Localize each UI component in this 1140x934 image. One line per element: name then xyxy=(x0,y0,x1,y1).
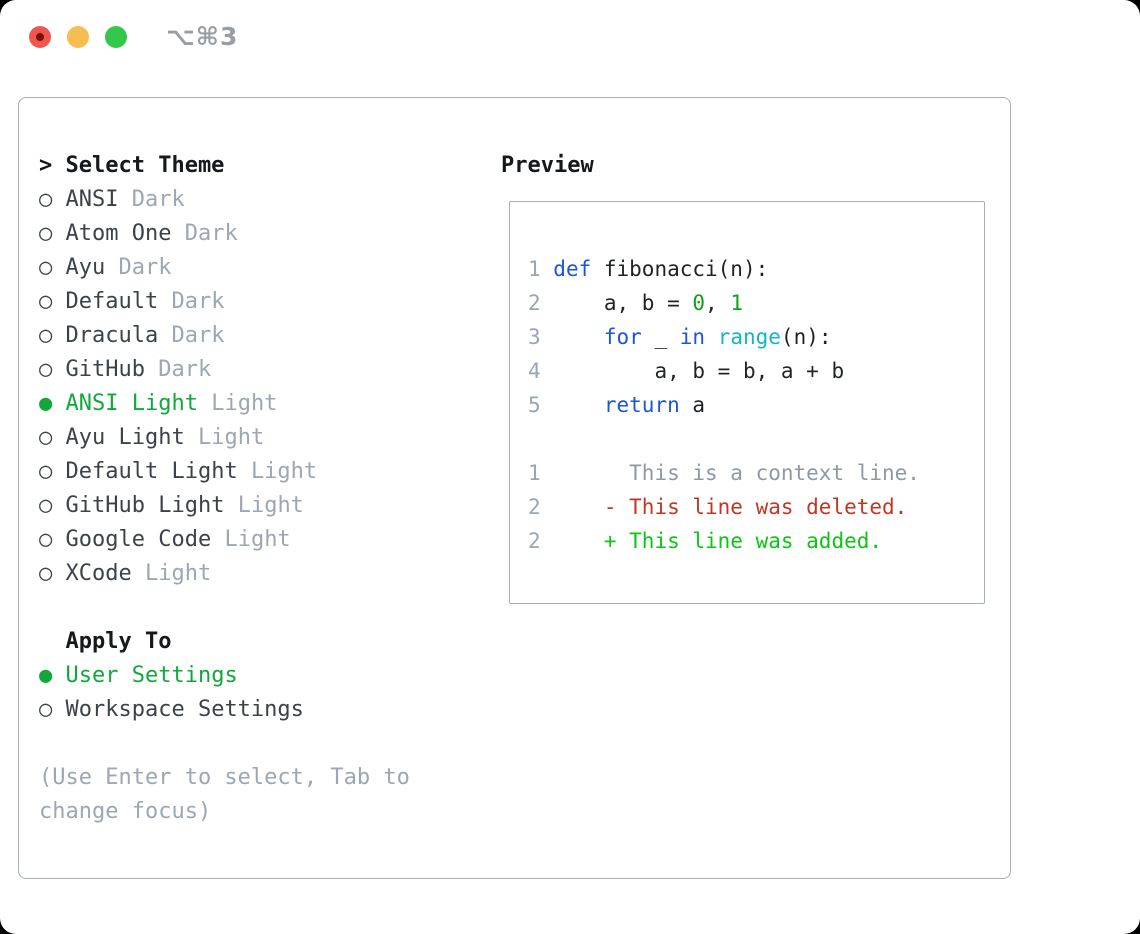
theme-option-ayu[interactable]: ○ Ayu Dark xyxy=(39,251,410,285)
theme-name: Google Code xyxy=(65,527,212,552)
apply-to-header: Apply To xyxy=(39,629,172,654)
theme-name: GitHub Light xyxy=(65,493,225,518)
line-number: 2 xyxy=(528,529,554,553)
preview-code: 1 def fibonacci(n): 2 a, b = 0, 1 3 for _ … xyxy=(528,252,920,558)
theme-variant: Dark xyxy=(131,187,185,212)
radio-icon: ○ xyxy=(39,187,53,212)
select-theme-header: > Select Theme xyxy=(39,153,225,178)
code-line: 1 def fibonacci(n): xyxy=(528,257,769,281)
theme-variant: Dark xyxy=(158,357,212,382)
radio-icon: ○ xyxy=(39,561,53,586)
radio-icon: ● xyxy=(39,663,53,688)
theme-variant: Light xyxy=(197,425,265,450)
theme-list: > Select Theme○ ANSI Dark○ Atom One Dark… xyxy=(39,149,410,829)
radio-icon: ○ xyxy=(39,697,53,722)
diff-line: 2 - This line was deleted. xyxy=(528,495,908,519)
spacer xyxy=(39,727,410,761)
code-line: 4 a, b = b, a + b xyxy=(528,359,845,383)
radio-icon: ○ xyxy=(39,357,53,382)
traffic-lights xyxy=(29,26,127,48)
theme-name: Default Light xyxy=(65,459,238,484)
theme-name: Dracula xyxy=(65,323,159,348)
theme-option-atom-one[interactable]: ○ Atom One Dark xyxy=(39,217,410,251)
apply-option-label: Workspace Settings xyxy=(65,697,304,722)
window-title-shortcut: ⌥⌘3 xyxy=(166,22,239,51)
theme-variant: Dark xyxy=(184,221,238,246)
diff-line: 2 + This line was added. xyxy=(528,529,883,553)
radio-icon: ○ xyxy=(39,289,53,314)
theme-option-ayu-light[interactable]: ○ Ayu Light Light xyxy=(39,421,410,455)
theme-option-ansi[interactable]: ○ ANSI Dark xyxy=(39,183,410,217)
theme-option-default[interactable]: ○ Default Dark xyxy=(39,285,410,319)
theme-name: Ayu xyxy=(65,255,106,280)
line-number: 4 xyxy=(528,359,554,383)
theme-name: ANSI Light xyxy=(65,391,198,416)
preview-pane: 1 def fibonacci(n): 2 a, b = 0, 1 3 for _ … xyxy=(509,201,985,604)
help-text: change focus) xyxy=(39,799,212,824)
close-button[interactable] xyxy=(29,26,51,48)
theme-variant: Dark xyxy=(171,289,225,314)
theme-variant: Dark xyxy=(171,323,225,348)
code-line: 5 return a xyxy=(528,393,706,417)
radio-icon: ○ xyxy=(39,255,53,280)
apply-option-workspace-settings[interactable]: ○ Workspace Settings xyxy=(39,693,410,727)
theme-option-dracula[interactable]: ○ Dracula Dark xyxy=(39,319,410,353)
theme-option-google-code[interactable]: ○ Google Code Light xyxy=(39,523,410,557)
blank-line xyxy=(528,422,920,456)
minimize-button[interactable] xyxy=(67,26,89,48)
theme-name: XCode xyxy=(65,561,132,586)
theme-name: Atom One xyxy=(65,221,172,246)
spacer xyxy=(39,591,410,625)
apply-option-user-settings[interactable]: ● User Settings xyxy=(39,659,410,693)
theme-picker-dialog: > Select Theme○ ANSI Dark○ Atom One Dark… xyxy=(18,97,1011,879)
theme-name: Default xyxy=(65,289,159,314)
line-number: 3 xyxy=(528,325,554,349)
theme-variant: Light xyxy=(211,391,278,416)
radio-icon: ○ xyxy=(39,459,53,484)
theme-option-ansi-light[interactable]: ● ANSI Light Light xyxy=(39,387,410,421)
theme-variant: Light xyxy=(144,561,212,586)
line-number: 5 xyxy=(528,393,554,417)
line-number: 1 xyxy=(528,461,554,485)
theme-variant: Light xyxy=(250,459,318,484)
theme-option-github[interactable]: ○ GitHub Dark xyxy=(39,353,410,387)
theme-name: Ayu Light xyxy=(65,425,185,450)
zoom-button[interactable] xyxy=(105,26,127,48)
theme-option-default-light[interactable]: ○ Default Light Light xyxy=(39,455,410,489)
line-number: 2 xyxy=(528,291,554,315)
theme-name: ANSI xyxy=(65,187,119,212)
line-number: 1 xyxy=(528,257,554,281)
code-line: 3 for _ in range(n): xyxy=(528,325,832,349)
radio-icon: ○ xyxy=(39,221,53,246)
theme-name: GitHub xyxy=(65,357,145,382)
radio-icon: ○ xyxy=(39,425,53,450)
radio-icon: ○ xyxy=(39,527,53,552)
radio-icon: ○ xyxy=(39,493,53,518)
code-line: 2 a, b = 0, 1 xyxy=(528,291,743,315)
theme-variant: Light xyxy=(224,527,291,552)
theme-option-xcode[interactable]: ○ XCode Light xyxy=(39,557,410,591)
radio-icon: ● xyxy=(39,391,53,416)
help-text: (Use Enter to select, Tab to xyxy=(39,765,410,790)
radio-icon: ○ xyxy=(39,323,53,348)
diff-line: 1 This is a context line. xyxy=(528,461,920,485)
preview-title: Preview xyxy=(501,153,594,178)
apply-option-label: User Settings xyxy=(65,663,238,688)
theme-variant: Light xyxy=(237,493,304,518)
theme-variant: Dark xyxy=(118,255,172,280)
theme-option-github-light[interactable]: ○ GitHub Light Light xyxy=(39,489,410,523)
line-number: 2 xyxy=(528,495,554,519)
